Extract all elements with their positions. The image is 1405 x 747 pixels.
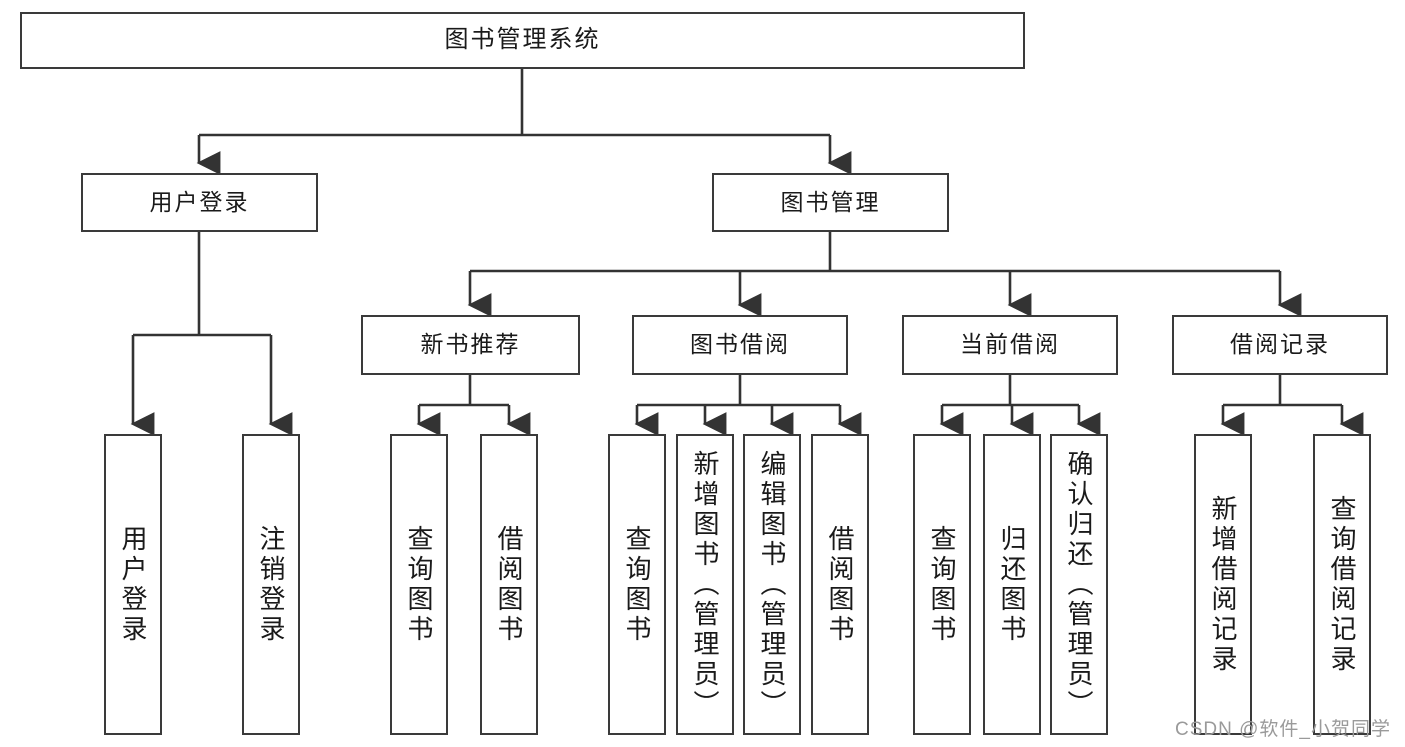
leaf-user-login-label: 用户登录	[118, 524, 148, 645]
node-book-management-label: 图书管理	[780, 188, 881, 215]
node-user-login[interactable]: 用户登录	[81, 173, 318, 232]
node-new-book-recommend-label: 新书推荐	[420, 331, 521, 358]
leaf-query-borrow-record-label: 查询借阅记录	[1327, 494, 1357, 675]
leaf-confirm-return-admin[interactable]: 确认归还（管理员）	[1050, 434, 1108, 735]
leaf-add-borrow-record[interactable]: 新增借阅记录	[1194, 434, 1252, 735]
csdn-watermark: CSDN @软件_小贺同学	[1175, 719, 1391, 740]
leaf-logout[interactable]: 注销登录	[242, 434, 300, 735]
node-borrow-record[interactable]: 借阅记录	[1172, 315, 1388, 375]
leaf-add-book-admin[interactable]: 新增图书（管理员）	[676, 434, 734, 735]
leaf-edit-book-admin-label: 编辑图书（管理员）	[757, 449, 787, 720]
leaf-query-book-recommend-label: 查询图书	[404, 524, 434, 645]
leaf-query-book-recommend[interactable]: 查询图书	[390, 434, 448, 735]
leaf-logout-label: 注销登录	[256, 524, 286, 645]
leaf-return-book[interactable]: 归还图书	[983, 434, 1041, 735]
node-new-book-recommend[interactable]: 新书推荐	[361, 315, 580, 375]
node-book-borrow[interactable]: 图书借阅	[632, 315, 848, 375]
leaf-user-login[interactable]: 用户登录	[104, 434, 162, 735]
leaf-borrow-book-recommend[interactable]: 借阅图书	[480, 434, 538, 735]
leaf-confirm-return-admin-label: 确认归还（管理员）	[1064, 449, 1094, 720]
node-book-borrow-label: 图书借阅	[690, 331, 790, 358]
leaf-edit-book-admin[interactable]: 编辑图书（管理员）	[743, 434, 801, 735]
node-user-login-label: 用户登录	[149, 188, 250, 215]
leaf-query-borrow-record[interactable]: 查询借阅记录	[1313, 434, 1371, 735]
node-current-borrow-label: 当前借阅	[960, 331, 1060, 358]
node-borrow-record-label: 借阅记录	[1230, 331, 1330, 358]
leaf-query-book-current-label: 查询图书	[927, 524, 957, 645]
leaf-borrow-book-label: 借阅图书	[825, 524, 855, 645]
node-current-borrow[interactable]: 当前借阅	[902, 315, 1118, 375]
leaf-add-book-admin-label: 新增图书（管理员）	[690, 449, 720, 720]
leaf-query-book-borrow-label: 查询图书	[622, 524, 652, 645]
node-root-label: 图书管理系统	[444, 26, 601, 54]
leaf-borrow-book-recommend-label: 借阅图书	[494, 524, 524, 645]
node-book-management[interactable]: 图书管理	[712, 173, 949, 232]
leaf-return-book-label: 归还图书	[997, 524, 1027, 645]
leaf-borrow-book[interactable]: 借阅图书	[811, 434, 869, 735]
node-root[interactable]: 图书管理系统	[20, 12, 1025, 69]
leaf-add-borrow-record-label: 新增借阅记录	[1208, 494, 1238, 675]
leaf-query-book-current[interactable]: 查询图书	[913, 434, 971, 735]
leaf-query-book-borrow[interactable]: 查询图书	[608, 434, 666, 735]
